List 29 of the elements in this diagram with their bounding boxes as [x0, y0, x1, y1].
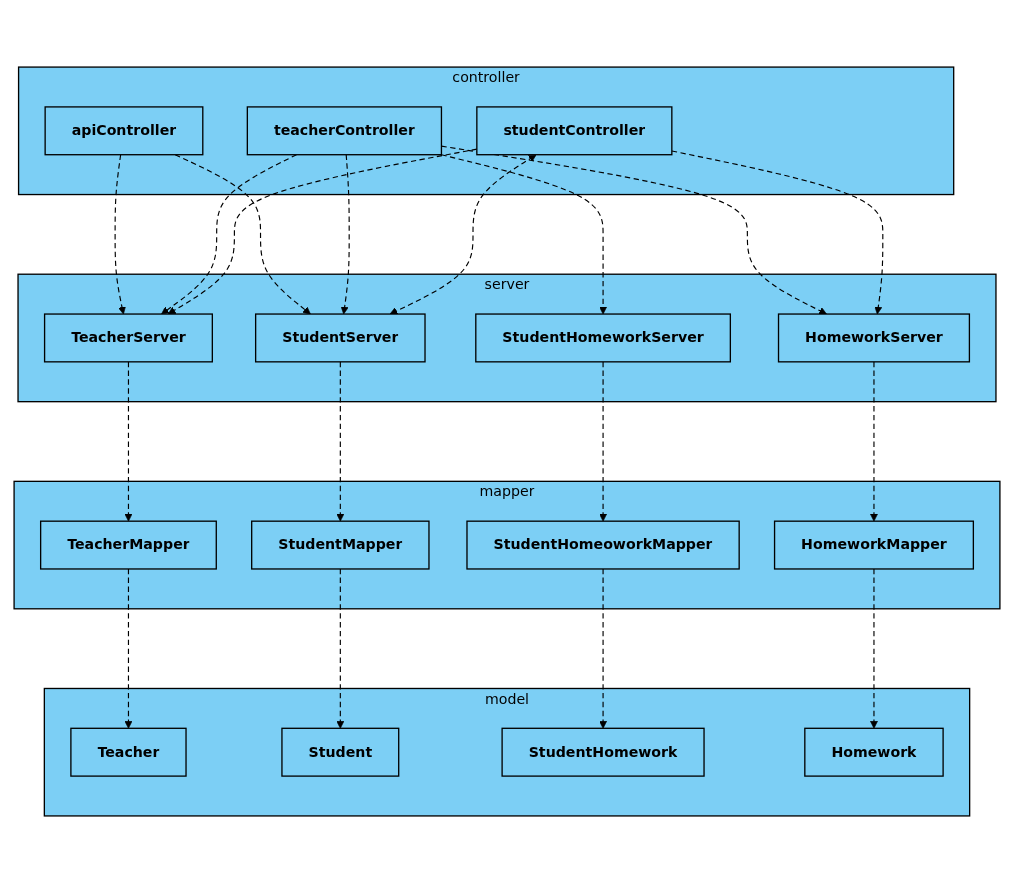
arrow	[870, 568, 878, 730]
node-box: HomeworkServer	[777, 313, 971, 363]
node-box: studentController	[476, 106, 673, 156]
node-box: apiController	[44, 106, 204, 156]
node-box: Homework	[804, 728, 944, 778]
node-box: Teacher	[70, 728, 187, 778]
node-box: Student	[281, 728, 400, 778]
arrow	[599, 361, 607, 522]
arrow	[440, 146, 827, 315]
node-box: StudentHomeoworkMapper	[466, 521, 740, 571]
arrow	[440, 154, 607, 315]
arrow	[389, 155, 537, 315]
node-box: StudentHomeworkServer	[475, 313, 731, 363]
node-box: HomeworkMapper	[773, 521, 975, 571]
node-box: TeacherServer	[43, 313, 213, 363]
arrow	[340, 154, 350, 315]
arrow	[336, 568, 345, 730]
node-box: teacherController	[246, 106, 443, 156]
node-box: StudentHomework	[501, 728, 705, 778]
arrow	[870, 361, 878, 522]
arrow	[124, 568, 133, 730]
arrow	[336, 361, 345, 522]
node-box: StudentServer	[254, 313, 426, 363]
arrow	[671, 150, 884, 315]
arrow	[599, 568, 607, 730]
node-box: StudentMapper	[251, 521, 430, 571]
arrow	[124, 361, 133, 522]
node-box: TeacherMapper	[39, 521, 217, 571]
arrow	[114, 154, 126, 315]
